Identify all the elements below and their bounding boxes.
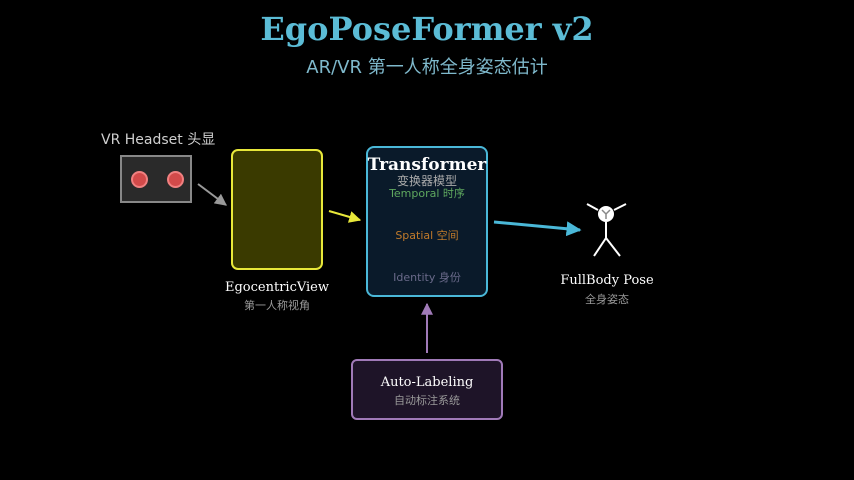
egocentric-view-label: EgocentricView	[225, 280, 329, 295]
headset-label: VR Headset 头显	[101, 132, 216, 148]
arrow-view-to-transformer	[328, 210, 362, 223]
auto-labeling-sublabel: 自动标注系统	[394, 394, 460, 407]
left-lens-icon	[131, 171, 148, 188]
transformer-subtitle: 变换器模型	[396, 174, 457, 188]
transformer-box	[366, 146, 488, 297]
auto-labeling-label: Auto-Labeling	[380, 375, 474, 390]
page-subtitle: AR/VR 第一人称全身姿态估计	[306, 57, 548, 78]
module-identity: Identity 身份	[393, 271, 461, 284]
transformer-title: Transformer	[367, 155, 487, 175]
human-figure-icon	[586, 203, 627, 257]
auto-labeling-box	[351, 359, 503, 420]
module-spatial: Spatial 空间	[395, 229, 459, 242]
arrow-transformer-to-pose	[493, 220, 582, 237]
page-title: EgoPoseFormer v2	[260, 10, 594, 48]
output-sublabel: 全身姿态	[585, 293, 629, 306]
egocentric-view-sublabel: 第一人称视角	[244, 299, 310, 312]
module-temporal: Temporal 时序	[389, 187, 465, 200]
arrow-headset-to-view	[197, 183, 227, 206]
output-label: FullBody Pose	[560, 273, 654, 288]
vr-headset-icon	[120, 155, 192, 203]
egocentric-view-box	[231, 149, 323, 270]
right-lens-icon	[167, 171, 184, 188]
